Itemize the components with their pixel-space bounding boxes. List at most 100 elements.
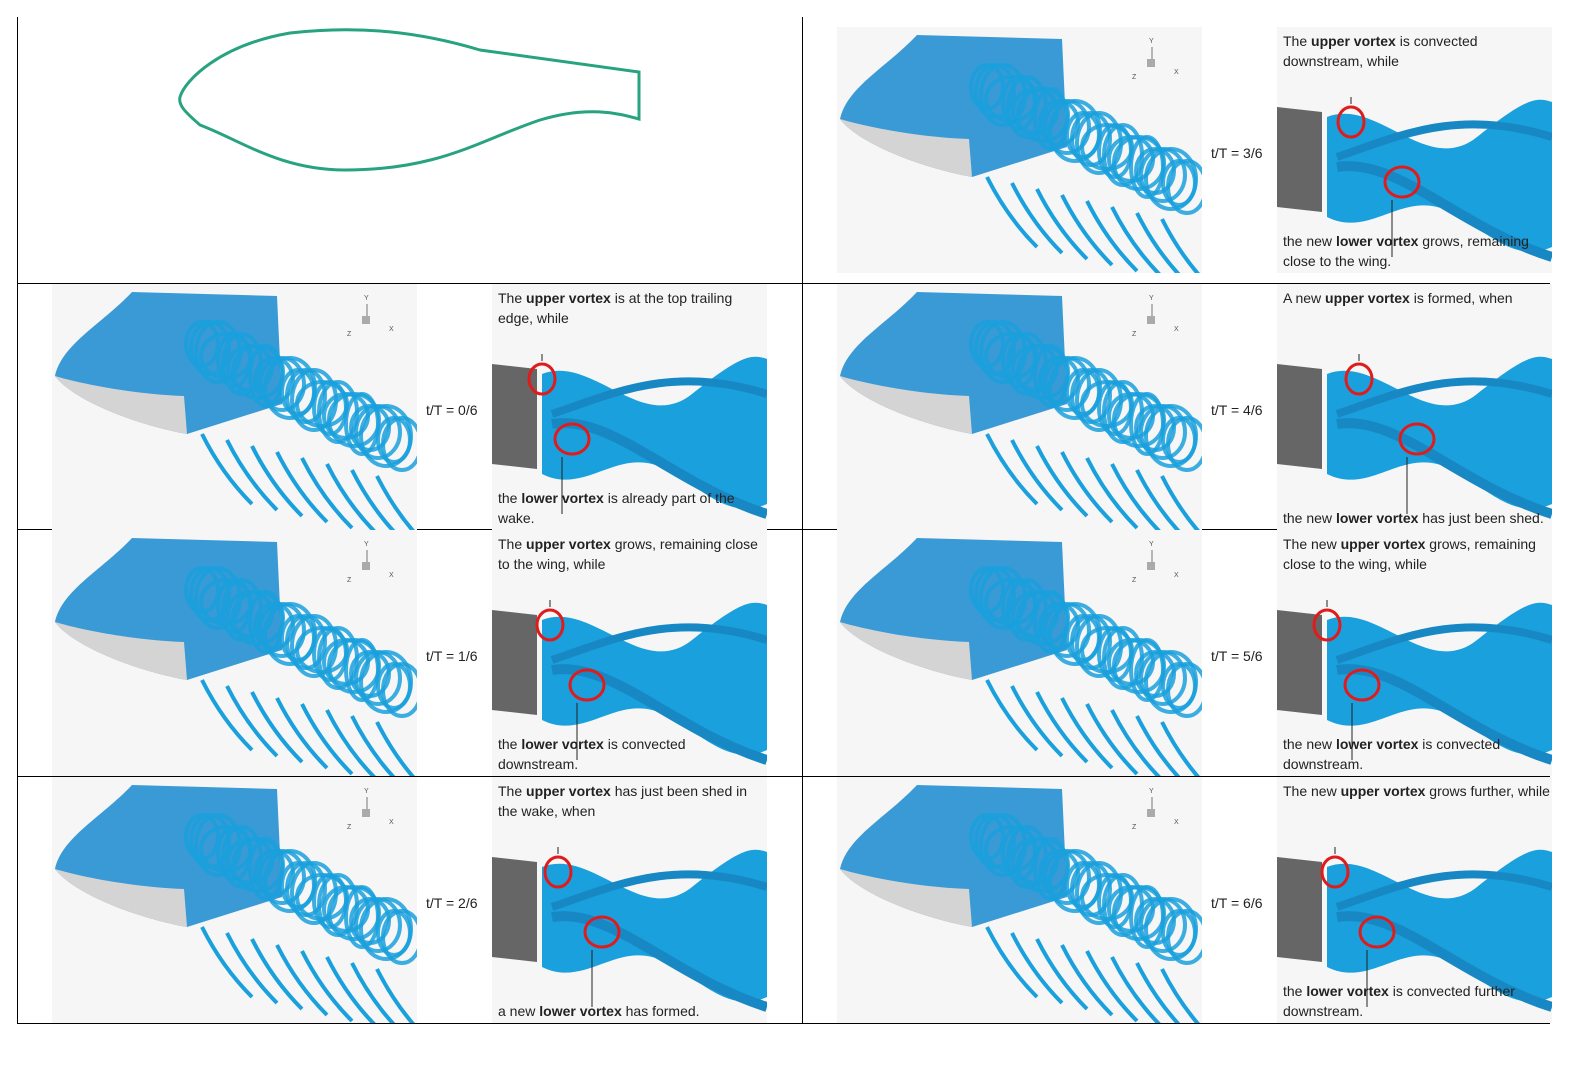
upper-vortex-marker [1336, 105, 1366, 139]
lower-vortex-caption: the lower vortex is already part of the … [498, 490, 735, 526]
wing-isosurface-image: Y X Z [55, 785, 429, 1041]
lower-vortex-marker [1398, 422, 1436, 456]
wake-isosurface-image [1277, 847, 1552, 1012]
lower-vortex-caption: the new lower vortex has just been shed. [1283, 510, 1544, 526]
time-step-panel: Y X Z t/T = 1/6 The upper vortex grows, re… [17, 530, 767, 794]
svg-text:X: X [1174, 819, 1179, 826]
lower-vortex-marker [568, 668, 606, 702]
upper-vortex-caption: A new upper vortex is formed, when [1283, 290, 1513, 306]
upper-vortex-caption: The upper vortex grows, remaining close … [498, 536, 758, 572]
trailing-edge-block [1277, 610, 1322, 715]
wing-isosurface-image: YXZ [840, 785, 1214, 1041]
wing-view: Y X Z [52, 777, 429, 1041]
grid-line [802, 1023, 1550, 1024]
upper-vortex-marker [543, 855, 573, 889]
upper-vortex-caption: The new upper vortex grows, remaining cl… [1283, 536, 1536, 572]
wake-view: A new upper vortex is formed, when the n… [1277, 284, 1552, 530]
wake-view: The upper vortex has just been shed in t… [492, 777, 767, 1023]
wake-view: The upper vortex is at the top trailing … [492, 284, 767, 530]
svg-text:Y: Y [364, 788, 369, 795]
trailing-edge-block [492, 364, 537, 469]
grid-line [17, 283, 1550, 284]
trailing-edge-block [492, 857, 537, 962]
time-label: t/T = 6/6 [1211, 895, 1263, 911]
lower-vortex-marker [553, 422, 591, 456]
time-label: t/T = 3/6 [1211, 145, 1263, 161]
upper-vortex-caption: The upper vortex is convected downstream… [1283, 33, 1478, 69]
svg-text:X: X [389, 326, 394, 333]
lower-vortex-caption: the new lower vortex grows, remaining cl… [1283, 233, 1529, 269]
lower-vortex-marker [1383, 165, 1421, 199]
trailing-edge-block [1277, 364, 1322, 469]
wake-view: The upper vortex grows, remaining close … [492, 530, 767, 776]
wing-isosurface-image: YXZ [840, 538, 1214, 794]
wake-isosurface-image [1277, 600, 1552, 765]
wake-view: The new upper vortex grows further, whil… [1277, 777, 1552, 1023]
wake-view: The new upper vortex grows, remaining cl… [1277, 530, 1552, 776]
time-label: t/T = 1/6 [426, 648, 478, 664]
svg-text:Z: Z [347, 577, 352, 584]
upper-vortex-marker [535, 608, 565, 642]
time-label: t/T = 5/6 [1211, 648, 1263, 664]
axis-triad-icon: Y X Z [347, 295, 394, 338]
time-label: t/T = 4/6 [1211, 402, 1263, 418]
upper-vortex-marker [1320, 855, 1350, 889]
wing-view: Y X Z [52, 284, 429, 548]
svg-text:X: X [389, 819, 394, 826]
time-step-panel: Y X Z t/T = 0/6 The upper vortex is at the… [17, 284, 767, 548]
axis-triad-icon: YXZ [1132, 541, 1179, 584]
grid-line [17, 776, 1550, 777]
axis-triad-icon: Y X Z [347, 541, 394, 584]
svg-text:Y: Y [1149, 295, 1154, 302]
grid-line [17, 529, 1550, 530]
time-step-panel: Y X Z t/T = 4/6 A new upper vortex is form… [802, 284, 1552, 548]
time-label: t/T = 0/6 [426, 402, 478, 418]
upper-vortex-marker [1344, 362, 1374, 396]
lower-vortex-caption: the lower vortex is convected downstream… [498, 736, 686, 772]
grid-line [802, 17, 803, 1023]
svg-text:Y: Y [1149, 38, 1154, 45]
svg-text:X: X [1174, 326, 1179, 333]
wing-isosurface-image: Y X Z [840, 35, 1214, 291]
svg-text:Y: Y [1149, 541, 1154, 548]
lower-vortex-caption: the lower vortex is convected further do… [1283, 983, 1515, 1019]
lower-vortex-marker [1358, 915, 1396, 949]
wing-view: Y X Z [837, 284, 1214, 548]
svg-text:X: X [389, 572, 394, 579]
grid-line [17, 17, 18, 1023]
lower-vortex-marker [1343, 668, 1381, 702]
upper-vortex-marker [527, 362, 557, 396]
axis-triad-icon: Y X Z [1132, 38, 1179, 81]
svg-text:Z: Z [347, 824, 352, 831]
time-step-panel: Y X Z t/T = 2/6 The upper vortex has just … [17, 777, 767, 1041]
svg-text:Y: Y [364, 295, 369, 302]
trailing-edge-block [1277, 107, 1322, 212]
time-label: t/T = 2/6 [426, 895, 478, 911]
wake-isosurface-image [1277, 97, 1552, 262]
svg-text:Y: Y [364, 541, 369, 548]
wing-isosurface-image: Y X Z [55, 538, 429, 794]
upper-vortex-caption: The upper vortex has just been shed in t… [498, 783, 748, 819]
wing-view: Y X Z [837, 27, 1214, 291]
axis-triad-icon: YXZ [1132, 788, 1179, 831]
trailing-edge-block [1277, 857, 1322, 962]
lower-vortex-caption: the new lower vortex is convected downst… [1283, 736, 1501, 772]
svg-text:Z: Z [1132, 331, 1137, 338]
wake-view: The upper vortex is convected downstream… [1277, 27, 1552, 273]
svg-text:X: X [1174, 69, 1179, 76]
wing-view: Y X Z [52, 530, 429, 794]
svg-text:Y: Y [1149, 788, 1154, 795]
svg-text:X: X [1174, 572, 1179, 579]
svg-text:Z: Z [347, 331, 352, 338]
trailing-edge-block [492, 610, 537, 715]
svg-text:Z: Z [1132, 74, 1137, 81]
wake-isosurface-image [1277, 354, 1552, 519]
wing-isosurface-image: Y X Z [55, 292, 429, 548]
lower-vortex-caption: a new lower vortex has formed. [498, 1003, 700, 1019]
wake-isosurface-image [492, 847, 767, 1012]
wake-isosurface-image [492, 354, 767, 519]
upper-vortex-caption: The upper vortex is at the top trailing … [498, 290, 733, 326]
